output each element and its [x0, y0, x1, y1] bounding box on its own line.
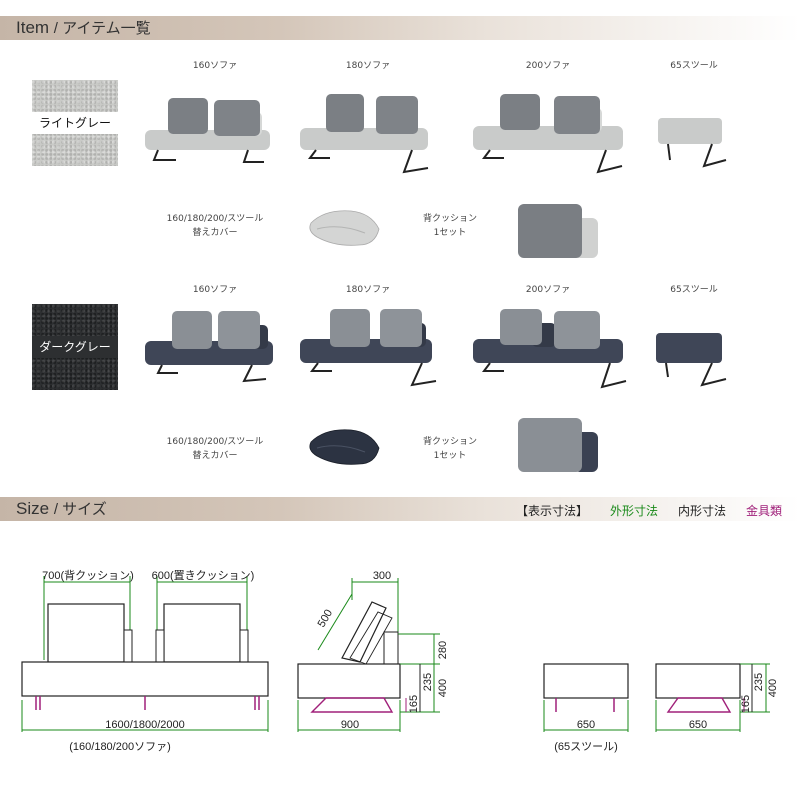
sofa-side-drawing: 300 500 900 280 235 400 165 [297, 570, 449, 732]
dim-sofa-width: 1600/1800/2000 [105, 719, 185, 731]
legend-outer-dim: 外形寸法 [610, 504, 659, 518]
light-product-65stool: 65スツール [670, 61, 718, 71]
dim-stool-width-a: 650 [577, 719, 595, 731]
stool-side-drawing: 650 235 400 165 [655, 663, 779, 732]
light-stool-image [658, 118, 727, 168]
sofa-front-drawing: 700(背クッション) 600(置きクッション) 1600/1800/2000 … [21, 568, 269, 753]
dim-sofa-depth: 900 [341, 719, 359, 731]
light-sofa-200-image [473, 94, 623, 174]
dim-sofa-caption: (160/180/200ソファ) [69, 741, 171, 753]
dim-stool-width-b: 650 [689, 719, 707, 731]
light-product-180: 180ソファ [345, 61, 391, 71]
light-gray-swatch: ライトグレー [32, 80, 118, 166]
dim-back-cushion: 700(背クッション) [42, 568, 134, 582]
light-cushion-label: 背クッション 1セット [422, 214, 477, 238]
light-cushion-image [518, 204, 598, 258]
dark-sofa-180-image [300, 309, 437, 387]
dark-product-200: 200ソファ [525, 285, 571, 295]
dark-cushion-image [518, 418, 598, 472]
dark-sofa-160-image [145, 311, 273, 383]
item-title-jp: / アイテム一覧 [53, 20, 151, 37]
legend-hardware: 金具類 [746, 504, 783, 518]
dim-stool-h235: 235 [753, 673, 765, 691]
size-title-jp: / サイズ [53, 501, 107, 518]
light-sofa-160-image [145, 98, 270, 163]
light-sofa-row [145, 94, 727, 174]
legend-display-dim: 【表示寸法】 [516, 504, 589, 518]
dim-h235: 235 [422, 673, 434, 691]
dim-placed-cushion: 600(置きクッション) [152, 569, 255, 582]
item-section-header: Item / アイテム一覧 [0, 16, 800, 40]
light-sofa-180-image [300, 94, 429, 174]
dim-h165: 165 [408, 695, 420, 713]
dim-h400: 400 [437, 679, 449, 697]
dim-cushion-top: 300 [373, 570, 391, 582]
dark-product-65stool: 65スツール [670, 285, 718, 295]
size-section-header: Size / サイズ [0, 497, 800, 521]
dark-gray-swatch: ダークグレー [32, 304, 118, 390]
dark-cover-label: 160/180/200/スツール 替えカバー [166, 437, 264, 461]
dim-stool-h165: 165 [740, 695, 752, 713]
light-product-160: 160ソファ [192, 61, 238, 71]
light-gray-label: ライトグレー [32, 112, 118, 134]
light-cover-label: 160/180/200/スツール 替えカバー [166, 214, 264, 238]
size-drawings: 700(背クッション) 600(置きクッション) 1600/1800/2000 … [21, 568, 779, 753]
dim-stool-caption: (65スツール) [554, 741, 618, 753]
dark-sofa-200-image [473, 309, 627, 389]
size-title-en: Size [16, 499, 50, 518]
dark-gray-label: ダークグレー [32, 336, 118, 358]
stool-front-drawing: 650 (65スツール) [543, 663, 629, 753]
dim-h280: 280 [437, 641, 449, 659]
dim-stool-h400: 400 [767, 679, 779, 697]
dark-product-180: 180ソファ [345, 285, 391, 295]
dark-stool-image [656, 333, 727, 387]
dark-product-160: 160ソファ [192, 285, 238, 295]
dark-cover-image [309, 429, 380, 465]
light-cover-image [309, 210, 380, 246]
dark-sofa-row [145, 309, 727, 389]
dark-cushion-label: 背クッション 1セット [422, 437, 477, 461]
light-product-200: 200ソファ [525, 61, 571, 71]
legend-inner-dim: 内形寸法 [678, 504, 727, 518]
item-title-en: Item [16, 18, 50, 37]
